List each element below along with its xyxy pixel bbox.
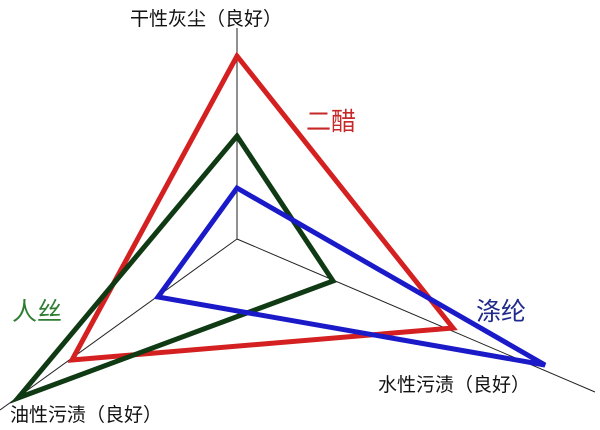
- series-rayon-polygon: [10, 131, 337, 404]
- legend-label-rayon: 人丝: [12, 297, 63, 326]
- series-diacetate-polygon: [67, 51, 458, 363]
- legend-label-polyester: 涤纶: [476, 297, 527, 326]
- axis-label-dry-dust: 干性灰尘（良好）: [130, 8, 283, 30]
- legend-label-diacetate: 二醋: [306, 107, 357, 136]
- axes: [0, 28, 596, 411]
- series-polyester-polygon: [153, 184, 547, 368]
- axis-oil-stain: [0, 238, 238, 411]
- axis-label-water-stain: 水性污渍（良好）: [378, 374, 531, 396]
- axis-water-stain: [236, 238, 596, 393]
- axis-label-oil-stain: 油性污渍（良好）: [10, 404, 163, 426]
